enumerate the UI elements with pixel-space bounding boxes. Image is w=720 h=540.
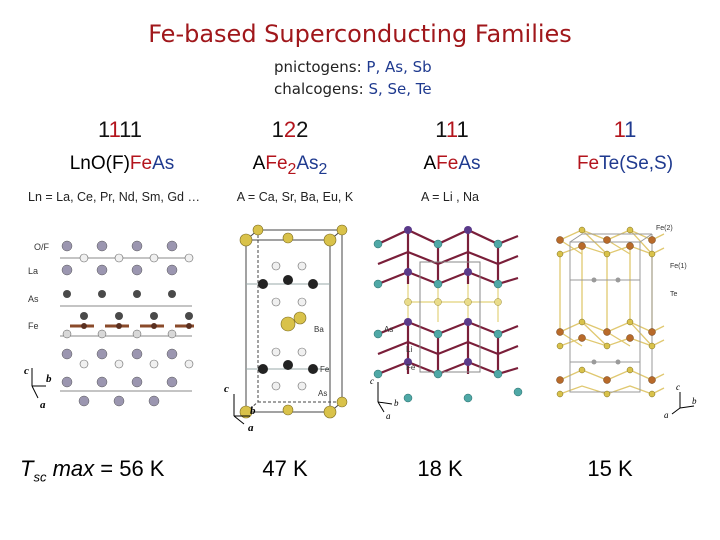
svg-text:b: b [250,405,256,417]
chalcogens-row: chalcogens: S, Se, Te [274,78,432,100]
svg-text:c: c [24,365,29,377]
formula-122: AFe2As2 [252,153,328,178]
structure-1111: O/F La As Fe c b a [24,240,194,411]
structure-122: Ba Fe As c b a [224,224,348,434]
svg-text:Li: Li [406,345,412,354]
svg-text:b: b [46,373,52,385]
tc-122: 47 K [262,456,308,481]
svg-text:As: As [28,294,39,304]
family-code-1111: 1111 [97,117,143,142]
svg-text:b: b [692,396,697,406]
tc-111: 18 K [417,456,463,481]
substitution-1111: Ln = La, Ce, Pr, Nd, Sm, Gd … [28,190,200,204]
svg-text:c: c [370,376,374,386]
svg-text:Fe(2): Fe(2) [656,225,673,232]
pnictogens-label: pnictogens: [274,58,362,76]
formula-1111: LnO(F)FeAs [69,153,175,174]
substitution-122: A = Ca, Sr, Ba, Eu, K [236,190,354,204]
pnictogens-row: pnictogens: P, As, Sb [274,56,432,78]
family-code-122: 122 [271,117,309,142]
svg-text:Fe: Fe [320,365,330,374]
substitution-111: A = Li , Na [420,190,480,204]
svg-text:a: a [40,399,46,411]
family-code-11: 11 [613,117,637,142]
svg-text:Fe: Fe [406,363,416,372]
svg-text:b: b [394,398,399,408]
structure-11: Fe(2) Fe(1) Te c b a [556,225,697,420]
svg-text:O/F: O/F [34,242,50,252]
structure-111: As Li Fe c b a [370,226,523,421]
svg-text:Te: Te [670,291,678,298]
family-code-111: 111 [435,117,469,142]
formula-11: FeTe(Se,S) [576,153,674,174]
tc-1111: Tsc max = 56 K [20,456,165,485]
pnictogens-values: P, As, Sb [366,58,432,76]
chalcogens-values: S, Se, Te [368,80,432,98]
svg-text:a: a [664,410,669,420]
svg-text:a: a [386,411,391,421]
svg-text:La: La [28,266,38,276]
formula-111: AFeAs [423,153,481,174]
svg-text:c: c [224,383,229,395]
page-title: Fe-based Superconducting Families [148,20,572,48]
svg-text:As: As [318,389,327,398]
svg-text:Fe: Fe [28,321,39,331]
element-groups: pnictogens: P, As, Sb chalcogens: S, Se,… [274,56,432,100]
svg-text:c: c [676,382,680,392]
svg-text:a: a [248,422,254,434]
svg-text:As: As [384,325,393,334]
tc-11: 15 K [587,456,633,481]
svg-text:Fe(1): Fe(1) [670,263,687,270]
svg-text:Ba: Ba [314,325,324,334]
chalcogens-label: chalcogens: [274,80,364,98]
